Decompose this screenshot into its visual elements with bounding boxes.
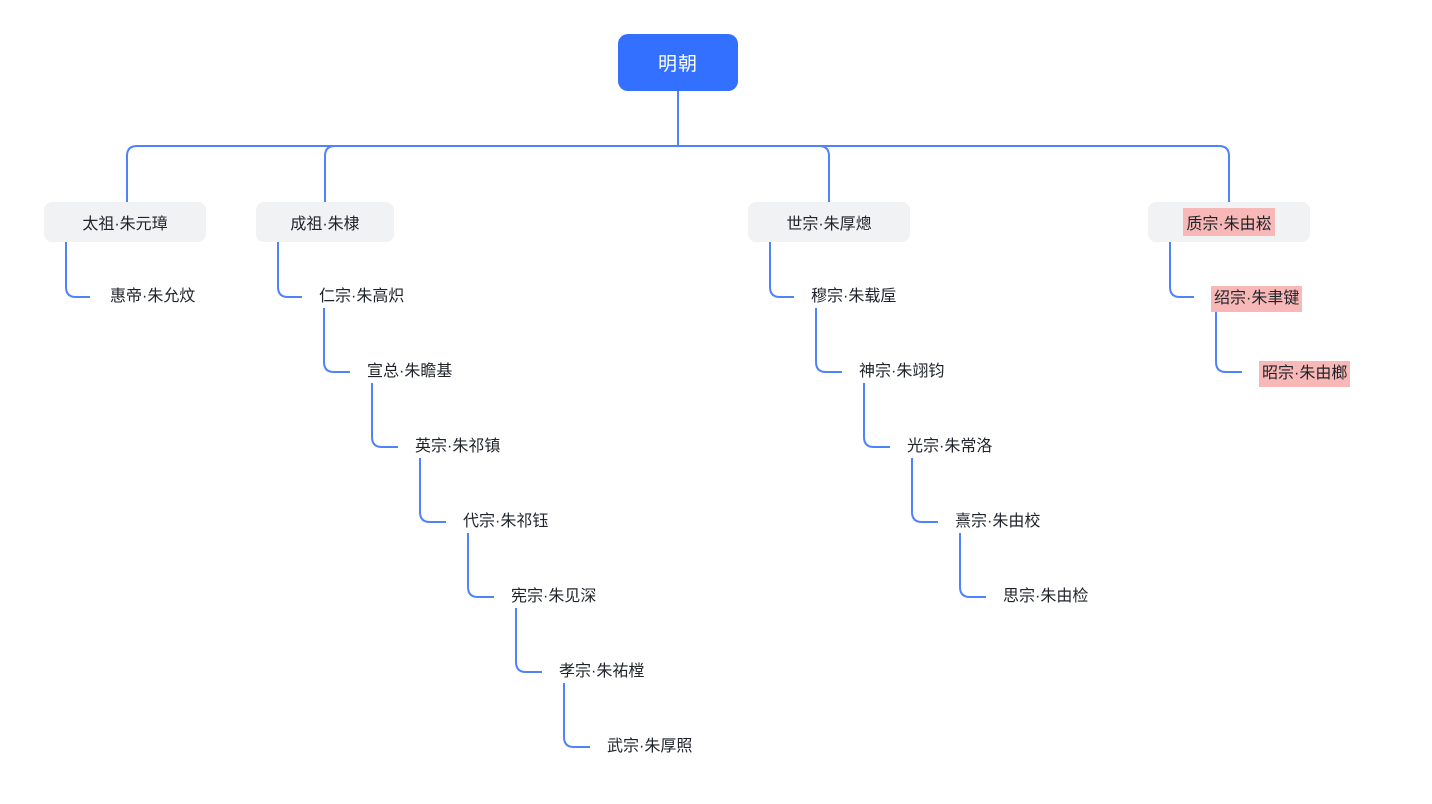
branch-node-zhizong[interactable]: 质宗·朱由崧 xyxy=(1148,202,1310,242)
root-node[interactable]: 明朝 xyxy=(618,34,738,91)
connector-root-branch xyxy=(324,91,679,202)
child-node[interactable]: 光宗·朱常洛 xyxy=(907,438,993,455)
connector-elbow xyxy=(277,242,302,298)
child-node[interactable]: 惠帝·朱允炆 xyxy=(110,288,196,305)
connector-elbow xyxy=(563,683,590,748)
branch-node-label: 成祖·朱棣 xyxy=(290,216,360,233)
child-node[interactable]: 英宗·朱祁镇 xyxy=(415,438,501,455)
branch-node-label-highlighted: 质宗·朱由崧 xyxy=(1183,208,1275,236)
connector-elbow xyxy=(467,533,494,598)
connector-elbow xyxy=(863,383,890,448)
connector-elbow xyxy=(815,308,842,373)
branch-node-label: 太祖·朱元璋 xyxy=(82,216,168,233)
branch-node-chengzu[interactable]: 成祖·朱棣 xyxy=(256,202,394,242)
child-node[interactable]: 穆宗·朱载垕 xyxy=(811,288,897,305)
child-node[interactable]: 熹宗·朱由校 xyxy=(955,513,1041,530)
connector-elbow xyxy=(1169,242,1194,298)
connector-elbow xyxy=(515,608,542,673)
connector-elbow xyxy=(959,533,986,598)
connector-root-branch xyxy=(126,91,679,202)
connector-elbow xyxy=(1215,308,1242,373)
child-node-highlighted[interactable]: 绍宗·朱聿键 xyxy=(1211,286,1303,312)
child-node[interactable]: 孝宗·朱祐樘 xyxy=(559,663,645,680)
connector-elbow xyxy=(323,308,350,373)
child-node-highlighted[interactable]: 昭宗·朱由榔 xyxy=(1259,361,1351,387)
child-node[interactable]: 武宗·朱厚照 xyxy=(607,738,693,755)
child-node[interactable]: 仁宗·朱高炽 xyxy=(319,288,405,305)
connector-elbow xyxy=(419,458,446,523)
connector-elbow xyxy=(769,242,794,298)
child-node[interactable]: 思宗·朱由检 xyxy=(1003,588,1089,605)
connector-elbow xyxy=(65,242,90,298)
root-node-label: 明朝 xyxy=(657,54,698,75)
connector-root-branch xyxy=(677,91,830,202)
child-node[interactable]: 宣总·朱瞻基 xyxy=(367,363,453,380)
child-node[interactable]: 宪宗·朱见深 xyxy=(511,588,597,605)
branch-node-label: 世宗·朱厚熜 xyxy=(786,216,872,233)
connector-elbow xyxy=(371,383,398,448)
branch-node-shizong[interactable]: 世宗·朱厚熜 xyxy=(748,202,910,242)
child-node[interactable]: 代宗·朱祁钰 xyxy=(463,513,549,530)
connector-root-branch xyxy=(677,91,1230,202)
branch-node-taizu[interactable]: 太祖·朱元璋 xyxy=(44,202,206,242)
connector-elbow xyxy=(911,458,938,523)
child-node[interactable]: 神宗·朱翊钧 xyxy=(859,363,945,380)
